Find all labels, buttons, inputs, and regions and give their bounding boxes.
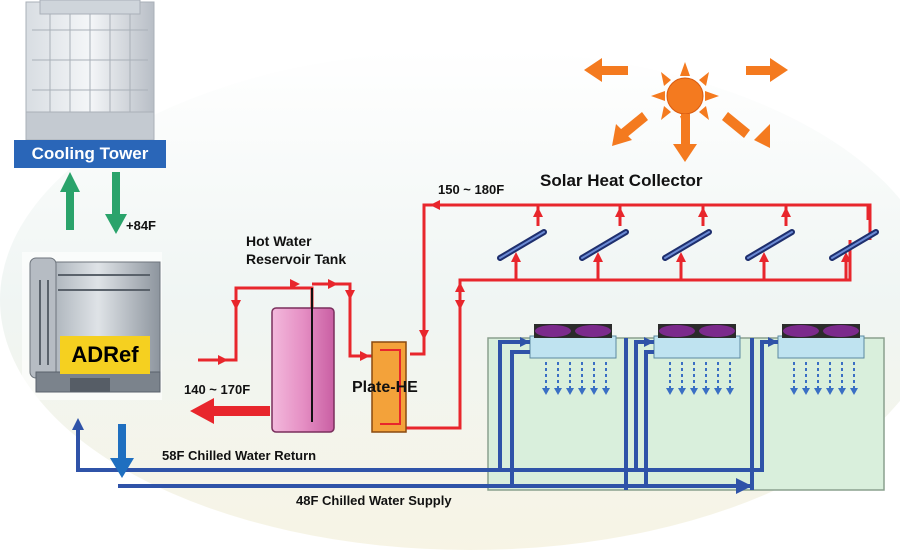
temp-84-label: +84F — [126, 218, 156, 233]
cooling-tower-icon — [25, 0, 155, 141]
hot-pipe-arrowheads — [218, 200, 465, 365]
rooms — [487, 337, 885, 491]
hot-water-label-line2: Reservoir Tank — [246, 251, 346, 267]
hot-water-tank — [271, 288, 335, 433]
cold-air-arrowheads — [542, 388, 858, 395]
solar-collector-label: Solar Heat Collector — [540, 171, 703, 190]
plate-he-label: Plate-HE — [352, 379, 418, 396]
hot-water-label-line1: Hot Water — [246, 233, 312, 249]
cooling-tower-label: Cooling Tower — [14, 140, 166, 168]
hot-water-outlet-arrow — [190, 398, 270, 424]
adref-chiller-icon — [22, 252, 162, 400]
sun-icon — [584, 58, 788, 162]
chilled-return-label: 58F Chilled Water Return — [162, 448, 316, 463]
solar-panels — [497, 205, 879, 280]
cooling-water-arrows — [60, 172, 127, 234]
fan-coil-icon — [529, 324, 865, 359]
chilled-supply-label: 48F Chilled Water Supply — [296, 493, 452, 508]
chilled-pipe-arrowheads — [72, 337, 778, 494]
plate-he — [371, 341, 407, 433]
adref-label: ADRef — [60, 336, 150, 374]
cold-air-arrows — [545, 362, 855, 388]
temp-150-180-label: 150 ~ 180F — [438, 182, 504, 197]
temp-140-170-label: 140 ~ 170F — [184, 382, 250, 397]
